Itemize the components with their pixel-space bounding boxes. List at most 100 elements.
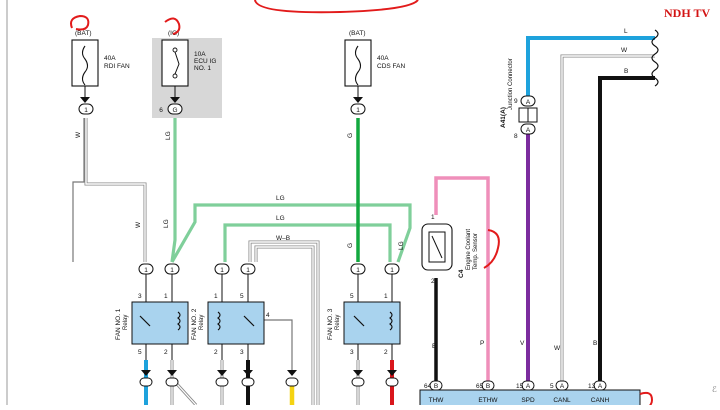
brand-label: NDH TV: [664, 6, 710, 20]
ecu-terminal-label: THW: [429, 397, 445, 404]
relay-pin: 3: [240, 349, 244, 356]
connector-pin: 1: [350, 263, 366, 275]
svg-text:6: 6: [159, 107, 163, 114]
svg-text:A: A: [526, 99, 531, 106]
connector-pin: 1: [138, 263, 154, 275]
ecu-pin-number: 64: [424, 383, 432, 390]
bus-label-b: B: [624, 68, 628, 75]
fuse-name-label: CDS FAN: [377, 63, 405, 70]
wire-label-b: B: [432, 343, 436, 350]
ecu-pin-letter: A: [560, 383, 565, 390]
wire-w-rdi-lower-fill: [85, 118, 146, 262]
junction-name: Junction Connector: [508, 58, 514, 110]
fuse-source-label: (BAT): [75, 30, 92, 37]
svg-text:1: 1: [170, 267, 174, 274]
wire-label-w-left: W: [135, 221, 142, 228]
wire-lg-upper: [170, 203, 412, 263]
wire-label-b2: B: [593, 340, 597, 347]
fuse-name2-label: NO. 1: [194, 65, 211, 72]
ecu-edge-label: ℰ: [712, 385, 717, 394]
relay-sub: Relay: [123, 315, 129, 330]
sensor-pin-bottom: 2: [431, 278, 435, 285]
connector-pin: 1: [240, 263, 256, 275]
ecu-pin: [593, 380, 607, 391]
relay-name: FAN NO. 2: [191, 308, 198, 340]
svg-text:1: 1: [246, 267, 250, 274]
wire-label-p: P: [480, 340, 484, 347]
relay-pin: 5: [138, 349, 142, 356]
red-mark-ecu: [639, 391, 654, 410]
relay-fan2: 1 5 2 3 4 FAN NO. 2 Relay: [191, 274, 270, 360]
sensor-pin-top: 1: [431, 214, 435, 221]
svg-text:1: 1: [144, 267, 148, 274]
wire-label-lg-left: LG: [163, 219, 170, 228]
ecu-terminal-label: CANL: [553, 397, 571, 404]
wire-label-g-cds: G: [347, 133, 354, 138]
svg-text:1: 1: [356, 267, 360, 274]
ecu-pin-letter: B: [486, 383, 490, 390]
ecu-pin-letter: A: [526, 383, 531, 390]
wire-wb-2-fill: [255, 246, 314, 405]
relay-name: FAN NO. 3: [327, 308, 334, 340]
ecu-pin-number: 5: [550, 383, 554, 390]
bus-break-symbol: [651, 29, 659, 87]
ecu-pin: [521, 380, 535, 391]
relay-pin: 5: [240, 293, 244, 300]
wire-label-lg-ecu: LG: [165, 131, 172, 140]
svg-text:1: 1: [220, 267, 224, 274]
wire-lg-lower: [223, 223, 392, 262]
wire-wb-fill: [249, 241, 319, 405]
junction-pin-bottom: 8: [514, 133, 518, 140]
relay-name: FAN NO. 1: [115, 308, 122, 340]
ecu-terminal-label: ETHW: [478, 397, 498, 404]
wire-label-lg-upper: LG: [276, 195, 285, 202]
sensor-name: Engine Coolant: [466, 229, 472, 270]
junction-code: A41(A): [500, 107, 507, 128]
fuse-name-label: RDI FAN: [104, 63, 130, 70]
ecu-pin: [429, 380, 443, 391]
wire-w-bus: [560, 54, 655, 385]
fuse-pin-ecu: G 6: [159, 103, 183, 115]
ecu-pin-number: 15: [516, 383, 524, 390]
fuse-cds-fan: (BAT) 40A CDS FAN: [344, 30, 405, 103]
svg-text:1: 1: [84, 107, 88, 114]
red-annotation-arc: [254, 0, 419, 14]
relay-pin: 5: [350, 293, 354, 300]
junction-connector: A A 9 8 A41(A) Junction Connector: [500, 58, 538, 140]
wire-label-g-right: G: [347, 243, 354, 248]
relay-output-arrows: [141, 370, 397, 376]
wire-lg-ecu: [170, 118, 177, 263]
wire-label-lg-right: LG: [398, 241, 405, 250]
ecu-pin-number: 65: [476, 383, 484, 390]
relay-output-pins: [139, 377, 399, 387]
red-mark-bat: [70, 14, 90, 31]
wire-w-bus-fill: [561, 55, 655, 385]
relay-pin: 1: [214, 293, 218, 300]
relay-sub: Relay: [335, 315, 341, 330]
relay-pin: 4: [266, 312, 270, 319]
wire-label-lg-lower: LG: [276, 215, 285, 222]
wire-gray-out2b: [175, 382, 197, 406]
ecu-pin-letter: A: [598, 383, 603, 390]
relay-pin: 2: [164, 349, 168, 356]
fuse-amp-label: 40A: [104, 55, 116, 62]
relay-connector-pins: 1 1 1 1 1 1: [138, 263, 400, 275]
wire-b-bus: [598, 76, 655, 385]
wire-label-v: V: [520, 340, 525, 347]
bus-label-w: W: [621, 47, 628, 54]
ecu-pin-number: 13: [588, 383, 596, 390]
fuse-source-label: (BAT): [349, 30, 366, 37]
fuse-rdi-fan: (BAT) 40A RDI FAN: [71, 30, 130, 103]
wire-pink-sensor: [434, 176, 490, 385]
relay-pin: 2: [214, 349, 218, 356]
fuse-ecu-ig: (IG) 10A ECU IG NO. 1: [161, 30, 216, 103]
relay-pin: 2: [384, 349, 388, 356]
sensor-code: C4: [458, 269, 465, 278]
wire-wb-2: [254, 245, 315, 405]
